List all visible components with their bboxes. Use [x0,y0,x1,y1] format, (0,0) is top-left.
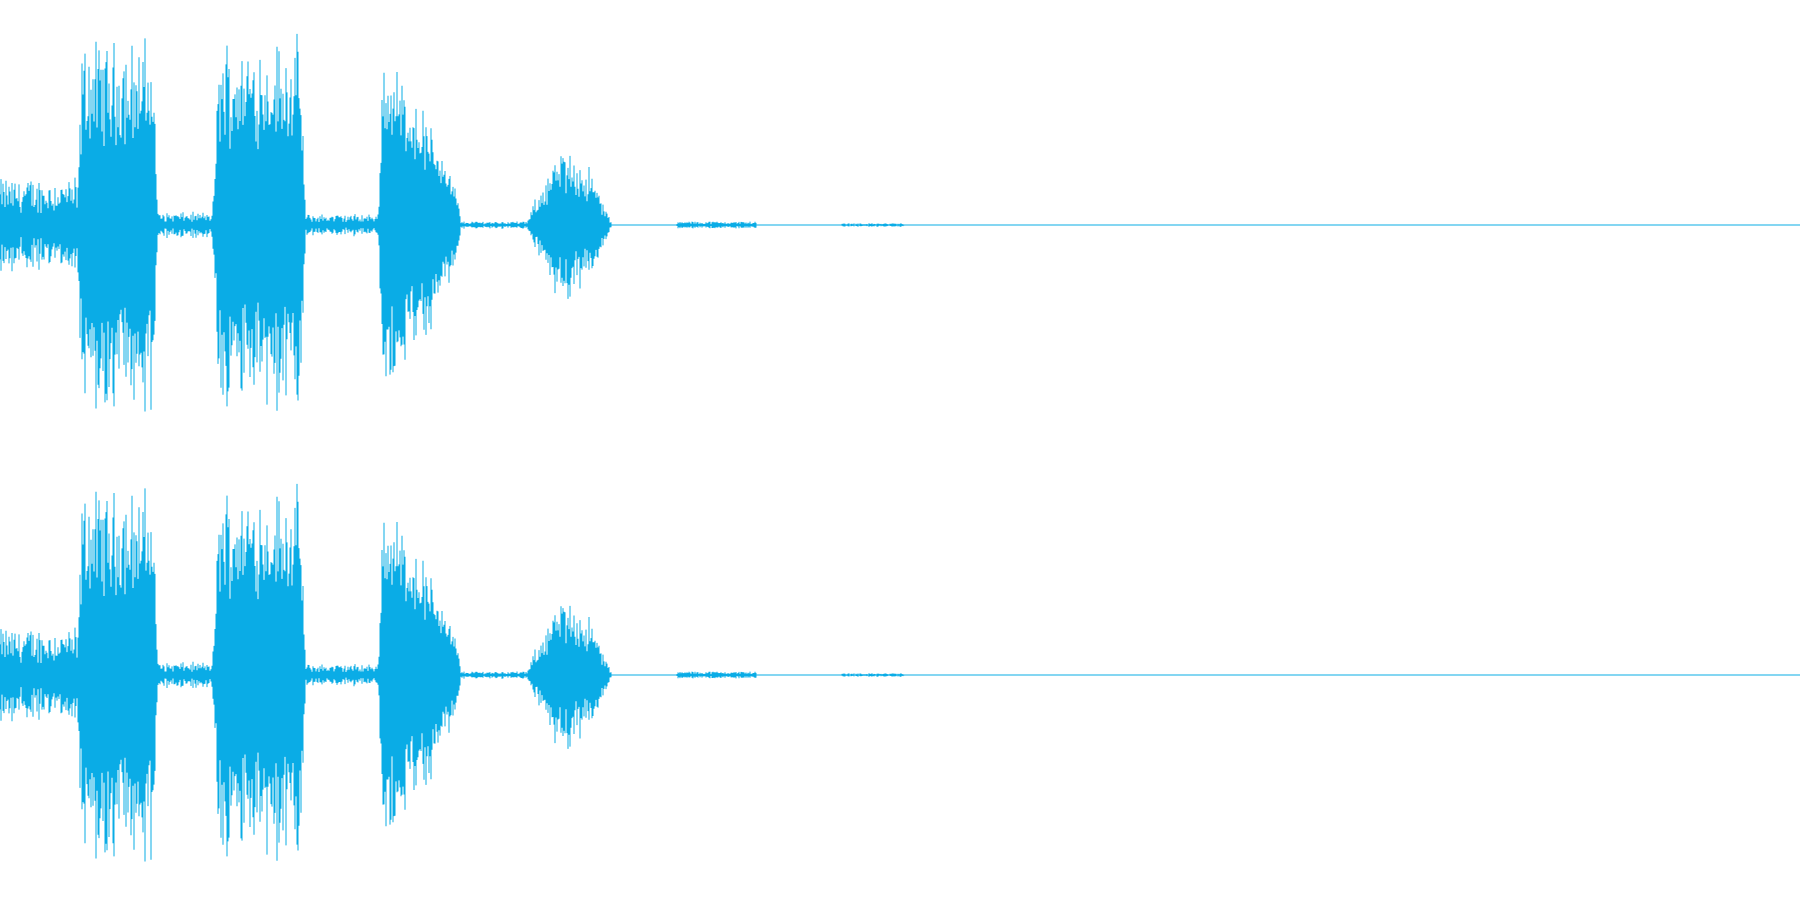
waveform-left-svg [0,33,1800,412]
waveform-channel-left[interactable] [0,0,1800,450]
waveform-channel-right[interactable] [0,450,1800,900]
waveform-right-svg [0,483,1800,862]
waveform-left-path [0,33,905,412]
waveform-right-path [0,483,905,862]
